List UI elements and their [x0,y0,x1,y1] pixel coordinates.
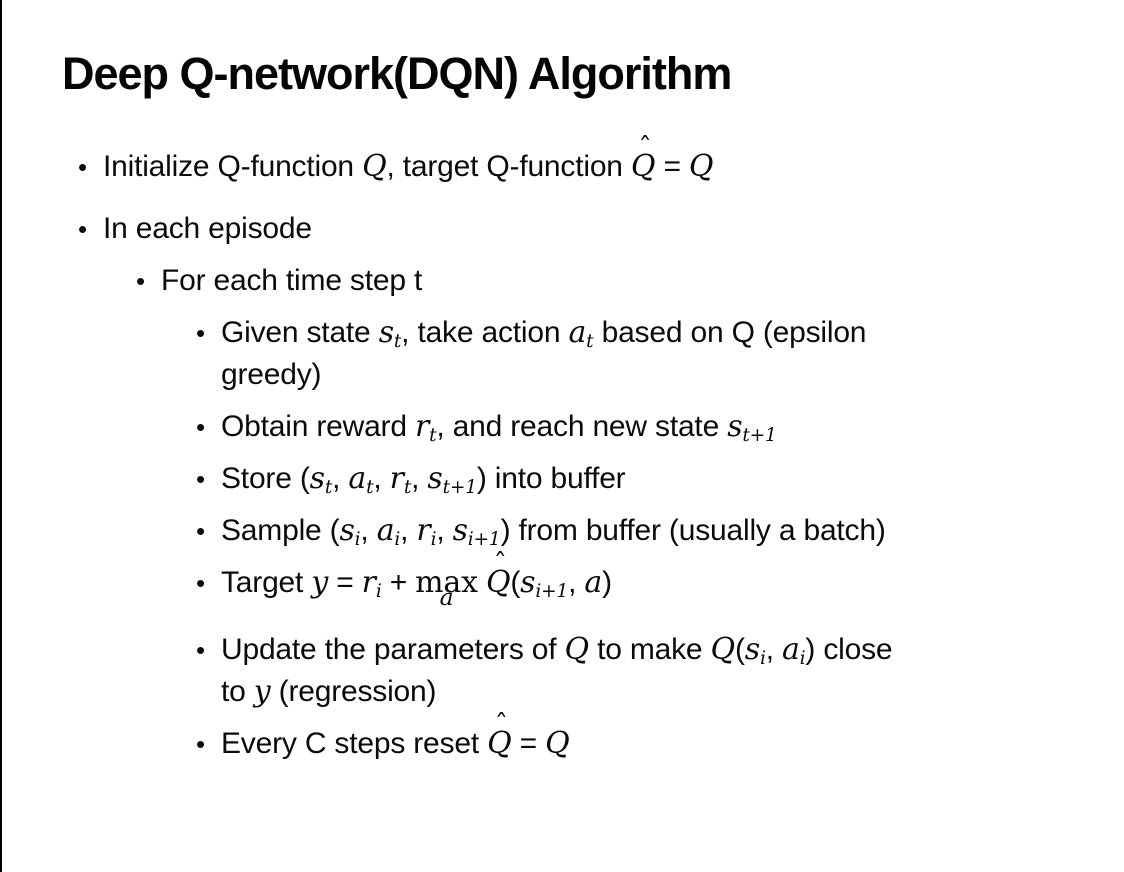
bullet-item: • Update the parameters of Q to make Q(si… [2,629,1118,713]
bullet-list: • Initialize Q-function Q, target Q-funct… [2,133,1118,775]
bullet-item: •Given state st, take action at based on… [2,312,1118,396]
math-var: si [339,513,361,550]
bullet-text: Given state st, take action at based on … [221,312,866,396]
hat-accent: ˆ [638,133,652,165]
bullet-marker: • [196,568,205,598]
bullet-item: • Store (st, at, rt, st+1) into buffer [2,458,1118,500]
bullet-marker: • [196,464,205,494]
math-var: rt [414,409,437,446]
math-var: rt [389,461,412,498]
math-var: ai [781,632,806,669]
bullet-marker: • [196,516,205,546]
math-var: si [744,632,766,669]
math-var: ri [361,565,382,602]
math-var: st [378,315,402,352]
math-var: Q [545,726,570,761]
bullet-marker: • [196,635,205,665]
bullet-marker: • [78,152,87,182]
math-var: a [584,565,603,600]
bullet-marker: • [196,412,205,442]
bullet-text: For each time step t [161,264,423,297]
bullet-item: • Sample (si, ai, ri, si+1) from buffer (… [2,510,1118,552]
math-var: at [568,315,594,352]
math-var: y [253,674,271,709]
math-var: at [348,461,374,498]
bullet-text: Store (st, at, rt, st+1) into buffer [221,458,626,500]
math-var: si+1 [520,565,569,602]
bullet-item: • Obtain reward rt, and reach new state s… [2,406,1118,448]
math-var: ai [376,513,401,550]
bullet-marker: • [78,214,87,244]
bullet-marker: • [196,729,205,759]
bullet-marker: • [136,266,145,296]
math-var: si+1 [452,513,501,550]
math-var: st+1 [427,461,477,498]
bullet-text: Sample (si, ai, ri, si+1) from buffer (u… [221,510,886,552]
math-var: Q [362,149,387,184]
math-var: Q [688,149,714,184]
bullet-text: In each episode [103,212,312,245]
math-var: Q [710,632,736,667]
bullet-item: • Initialize Q-function Q, target Q-funct… [2,133,1118,188]
slide-title: Deep Q-network(DQN) Algorithm [62,48,732,99]
math-var: st [309,461,333,498]
bullet-text: Initialize Q-function Q, target Q-functi… [103,133,714,188]
bullet-marker: • [196,318,205,348]
bullet-item: • For each time step t [2,260,1118,302]
hat-accent: ˆ [494,710,509,742]
bullet-text: Update the parameters of Q to make Q(si,… [221,629,893,713]
bullet-text: Obtain reward rt, and reach new state st… [221,406,777,448]
math-var: ri [416,513,437,550]
math-var: st+1 [727,409,777,446]
hat-accent: ˆ [493,549,507,581]
math-var: y [311,565,329,600]
bullet-item: • In each episode [2,208,1118,250]
math-var: Q [564,632,590,667]
